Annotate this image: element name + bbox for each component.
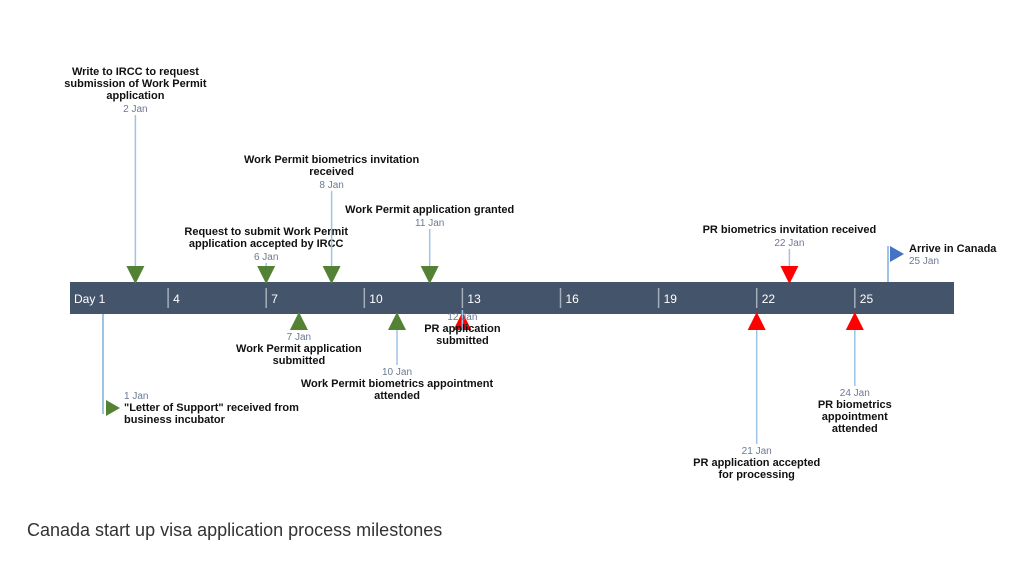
milestone-date: 1 Jan (124, 391, 148, 402)
axis-tick-label: 7 (271, 292, 278, 306)
milestone-label: attended (374, 390, 420, 402)
axis-tick-label: Day 1 (74, 292, 106, 306)
milestone-date: 22 Jan (774, 238, 804, 249)
milestone-marker-down (257, 266, 276, 284)
milestone-date: 25 Jan (909, 256, 939, 267)
milestone-marker-down (780, 266, 799, 284)
milestone-label: "Letter of Support" received from (124, 402, 299, 414)
milestone-label: PR biometrics invitation received (703, 224, 877, 236)
milestone-label: Write to IRCC to request (72, 66, 199, 78)
milestone-label: Arrive in Canada (909, 243, 997, 255)
milestone-date: 10 Jan (382, 367, 412, 378)
milestone-label: submitted (273, 355, 326, 367)
milestone-label: application (106, 90, 164, 102)
milestone-label: submitted (436, 335, 489, 347)
milestone-date: 12 Jan (447, 312, 477, 323)
flag-icon (890, 246, 904, 262)
milestone-label: business incubator (124, 414, 226, 426)
milestone-label: application accepted by IRCC (189, 238, 344, 250)
milestone-label: appointment (822, 411, 888, 423)
milestone-marker-down (322, 266, 341, 284)
milestone-label: Work Permit application (236, 343, 362, 355)
timeline-axis-bar (70, 282, 954, 314)
milestone-date: 21 Jan (742, 446, 772, 457)
milestone-label: for processing (718, 469, 794, 481)
milestone-date: 11 Jan (415, 218, 444, 229)
axis-tick-label: 13 (467, 292, 481, 306)
axis-tick-label: 19 (664, 292, 678, 306)
milestone-marker-up (747, 312, 766, 330)
milestone-label: received (309, 166, 354, 178)
milestone-label: Work Permit biometrics invitation (244, 154, 420, 166)
milestone-label: Work Permit biometrics appointment (301, 378, 494, 390)
milestone-marker-up (845, 312, 864, 330)
milestone-date: 24 Jan (840, 388, 870, 399)
milestone-label: PR application (424, 323, 501, 335)
axis-tick-label: 4 (173, 292, 180, 306)
milestone-marker-down (126, 266, 145, 284)
milestone-label: PR application accepted (693, 457, 820, 469)
milestone-label: attended (832, 423, 878, 435)
milestone-marker-down (420, 266, 439, 284)
milestone-marker-right (106, 400, 120, 416)
milestone-date: 2 Jan (123, 104, 147, 115)
milestone-label: PR biometrics (818, 399, 892, 411)
milestone-marker-up (289, 312, 308, 330)
axis-tick-label: 16 (566, 292, 580, 306)
milestone-label: Work Permit application granted (345, 204, 514, 216)
milestone-date: 8 Jan (319, 180, 343, 191)
milestone-date: 7 Jan (287, 332, 311, 343)
axis-tick-label: 22 (762, 292, 776, 306)
milestone-date: 6 Jan (254, 252, 278, 263)
milestone-label: Request to submit Work Permit (184, 226, 348, 238)
axis-tick-label: 10 (369, 292, 383, 306)
chart-title: Canada start up visa application process… (27, 520, 443, 540)
axis-tick-label: 25 (860, 292, 874, 306)
milestone-marker-up (388, 312, 406, 330)
milestone-label: submission of Work Permit (64, 78, 207, 90)
